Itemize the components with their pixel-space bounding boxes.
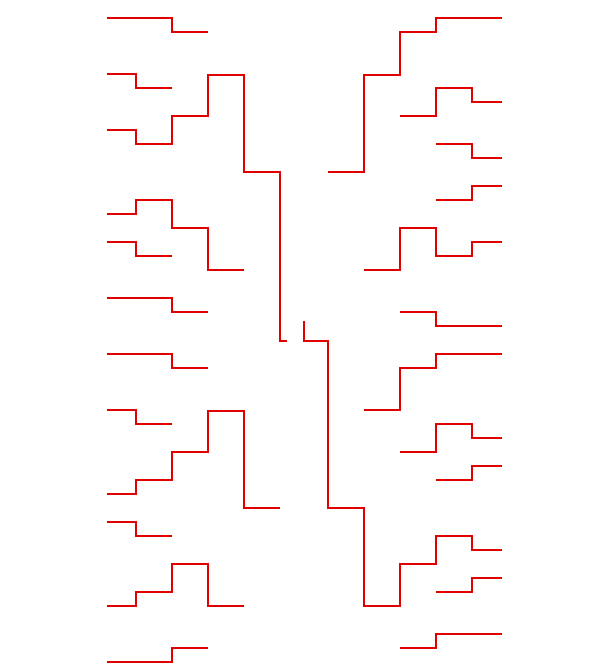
left-bracket-line-r2-b	[107, 563, 244, 607]
right-bracket-line-r2-b	[364, 353, 502, 411]
bracket-lines	[107, 17, 502, 663]
right-bracket-line-r1-f	[436, 465, 502, 481]
right-bracket-line-r1-h	[400, 633, 502, 649]
right-bracket-line-r1-b	[436, 143, 502, 159]
right-bracket-line-r1-a	[400, 87, 502, 117]
right-bracket-line-r1-e	[400, 423, 502, 453]
right-bracket-line-r1-c	[436, 185, 502, 201]
right-bracket-line-r1-g	[436, 577, 502, 593]
right-bracket-line-r1-d	[400, 311, 502, 327]
left-bracket-line-r1-i	[107, 647, 208, 663]
left-bracket-line-r1-d	[107, 241, 172, 257]
left-bracket-line-r1-h	[107, 521, 172, 537]
right-bracket-line-r3-a	[328, 17, 502, 173]
left-bracket-line-r1-e	[107, 297, 208, 313]
left-bracket-line-r1-f	[107, 353, 208, 369]
left-bracket-line-r1-a	[107, 17, 208, 33]
right-bracket-line-r2-a	[364, 227, 502, 271]
left-bracket-line-r2-a	[107, 74, 287, 342]
right-bracket-line-r4-a	[303, 321, 502, 607]
left-bracket-line-r1-b	[107, 73, 172, 89]
left-bracket-line-r1-c	[107, 199, 244, 271]
left-bracket-line-r1-g	[107, 409, 172, 425]
left-bracket-line-r3-a	[107, 410, 280, 509]
